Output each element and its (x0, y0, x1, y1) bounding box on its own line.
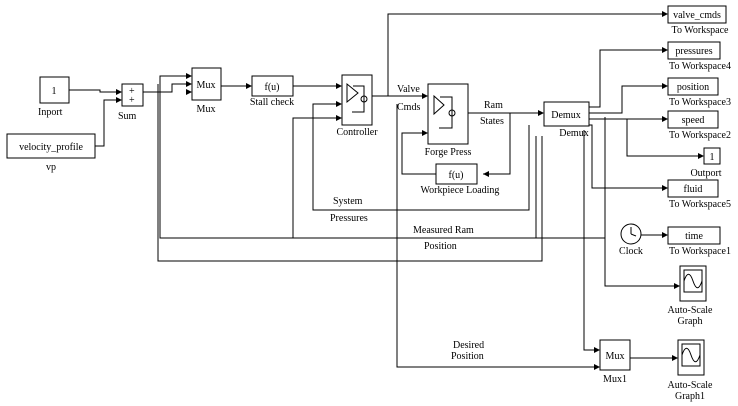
velocity-profile-block[interactable]: velocity_profile vp (6, 133, 96, 173)
sum-sign-2: + (129, 95, 135, 106)
forge-press-amplifier-icon (433, 94, 445, 116)
to-workspace-time-label: To Workspace1 (669, 246, 731, 257)
signal-valve-label-1: Valve (397, 84, 420, 95)
signal-measured-label-2: Position (424, 241, 457, 252)
demux-label: Demux (559, 128, 588, 139)
stall-check-block[interactable]: f(u) Stall check (250, 75, 294, 108)
line-demux-position (589, 85, 662, 114)
sum-sign-1: + (129, 86, 135, 97)
stall-check-label: Stall check (250, 97, 294, 108)
signal-system-label-1: System (333, 196, 363, 207)
mux-value: Mux (197, 80, 216, 91)
workpiece-loading-value: f(u) (449, 170, 464, 181)
line-sum-mux (143, 83, 186, 93)
mux-block[interactable]: Mux Mux (191, 67, 222, 115)
line-desired-position (396, 104, 594, 368)
mux-label: Mux (197, 104, 216, 115)
inport-value: 1 (52, 86, 57, 97)
graph1-label-1: Auto-Scale (668, 380, 714, 391)
sum-label: Sum (118, 111, 137, 122)
inport-block[interactable]: 1 Inport (38, 76, 70, 118)
outport-label: Outport (690, 168, 721, 179)
line-speed-outport (626, 119, 698, 157)
to-workspace-position-label: To Workspace3 (669, 97, 731, 108)
line-inport-sum (69, 89, 116, 93)
to-workspace-fluid-value: fluid (684, 184, 703, 195)
line-workpiece-press (401, 132, 436, 175)
forge-press-feedback-icon (439, 96, 453, 129)
signal-valve-label-2: Cmds (397, 102, 420, 113)
controller-feedback-icon (352, 85, 365, 113)
connection-lines (69, 13, 698, 368)
demux-block[interactable]: Demux Demux (543, 101, 590, 139)
arrowheads (116, 11, 704, 370)
forge-press-block[interactable]: Forge Press (425, 83, 472, 158)
forge-press-label: Forge Press (425, 147, 472, 158)
line-system-pressures (312, 103, 530, 211)
demux-value: Demux (551, 110, 580, 121)
signal-desired-label-1: Desired (453, 340, 484, 351)
line-demux-mux1 (583, 130, 594, 351)
signal-system-label-2: Pressures (330, 213, 368, 224)
sum-block[interactable]: + + Sum (118, 83, 144, 122)
mux1-label: Mux1 (603, 374, 627, 385)
clock-label: Clock (619, 246, 643, 257)
stall-check-value: f(u) (265, 82, 280, 93)
line-states-workpiece (483, 113, 511, 175)
line-valve-to-workspace (387, 13, 662, 96)
clock-block[interactable]: Clock (619, 223, 643, 257)
to-workspace-pressures-label: To Workspace4 (669, 61, 731, 72)
signal-ram-label-1: Ram (484, 100, 503, 111)
to-workspace-time-block[interactable]: time To Workspace1 (667, 226, 731, 257)
signal-measured-label-1: Measured Ram (413, 225, 474, 236)
to-workspace-valve-label: To Workspace (672, 25, 729, 36)
to-workspace-time-value: time (685, 231, 703, 242)
signal-ram-label-2: States (480, 116, 504, 127)
graph1-label-2: Graph1 (675, 391, 705, 402)
to-workspace-speed-block[interactable]: speed To Workspace2 (667, 110, 731, 141)
outport-block[interactable]: 1 Outport (690, 147, 722, 179)
workpiece-loading-block[interactable]: f(u) Workpiece Loading (421, 163, 500, 196)
to-workspace-speed-label: To Workspace2 (669, 130, 731, 141)
to-workspace-valve-value: valve_cmds (673, 10, 721, 21)
velocity-profile-label: vp (46, 162, 56, 173)
auto-scale-graph1-block[interactable]: Auto-Scale Graph1 (668, 339, 714, 402)
velocity-profile-value: velocity_profile (19, 142, 83, 153)
to-workspace-fluid-label: To Workspace5 (669, 199, 731, 210)
to-workspace-speed-value: speed (682, 115, 705, 126)
signal-desired-label-2: Position (451, 351, 484, 362)
to-workspace-position-block[interactable]: position To Workspace3 (667, 77, 731, 108)
line-demux-fluid (589, 124, 662, 189)
to-workspace-valve-block[interactable]: valve_cmds To Workspace (667, 5, 729, 36)
to-workspace-fluid-block[interactable]: fluid To Workspace5 (667, 179, 731, 210)
auto-scale-graph-block[interactable]: Auto-Scale Graph (668, 265, 714, 327)
line-feedback-mux-a (159, 75, 605, 239)
graph-sine-icon (683, 273, 703, 289)
line-demux-pressures (589, 49, 662, 108)
line-demux-graph (604, 117, 674, 287)
to-workspace-position-value: position (677, 82, 709, 93)
graph-label-1: Auto-Scale (668, 305, 714, 316)
mux1-value: Mux (606, 351, 625, 362)
line-feedback-mux-b (157, 84, 543, 262)
inport-label: Inport (38, 107, 63, 118)
to-workspace-pressures-block[interactable]: pressures To Workspace4 (667, 41, 731, 72)
outport-value: 1 (710, 152, 715, 163)
line-vp-sum (95, 99, 116, 147)
controller-block[interactable]: Controller (336, 74, 378, 138)
workpiece-loading-label: Workpiece Loading (421, 185, 500, 196)
controller-label: Controller (336, 127, 378, 138)
graph1-sine-icon (681, 347, 701, 363)
graph-label-2: Graph (678, 316, 703, 327)
mux1-block[interactable]: Mux Mux1 (599, 339, 631, 385)
to-workspace-pressures-value: pressures (675, 46, 712, 57)
controller-amplifier-icon (346, 82, 359, 104)
